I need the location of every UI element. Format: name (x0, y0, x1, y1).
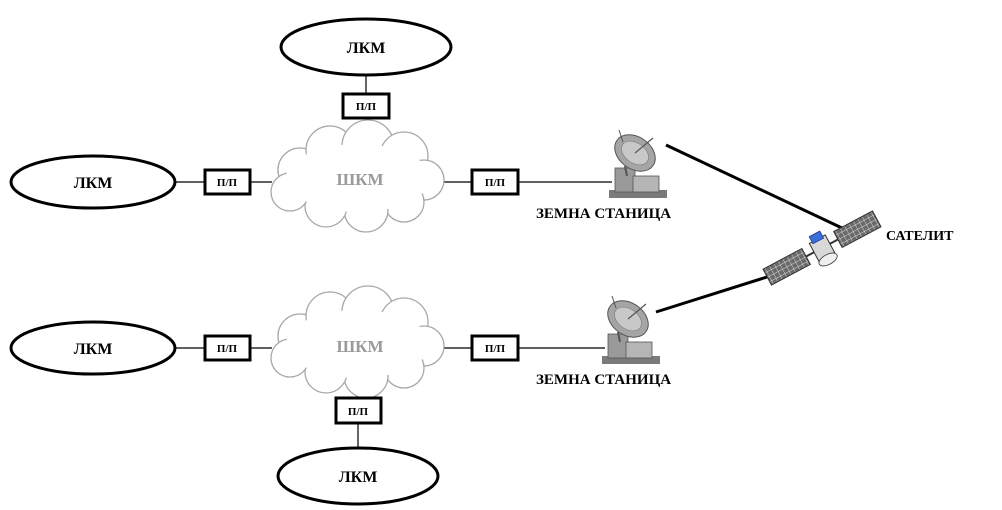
shkm-label: ШКМ (336, 337, 383, 356)
pp-label: П/П (217, 177, 238, 189)
lkm-node-top: ЛКМ (279, 17, 453, 77)
lkm-label: ЛКМ (74, 175, 113, 192)
pp-box-upper-left: П/П (203, 168, 252, 196)
shkm-label: ШКМ (336, 170, 383, 189)
pp-box-upper-top: П/П (341, 92, 391, 120)
dish-antenna-icon (609, 129, 667, 198)
lkm-label: ЛКМ (339, 469, 378, 486)
shkm-cloud-lower: ШКМ (270, 285, 445, 399)
satellite-label: САТЕЛИТ (886, 229, 954, 244)
pp-label: П/П (485, 177, 506, 189)
shkm-cloud-upper: ШКМ (270, 119, 445, 233)
pp-box-lower-bottom: П/П (334, 396, 383, 425)
lkm-label: ЛКМ (74, 341, 113, 358)
lkm-node-left-upper: ЛКМ (9, 154, 177, 210)
satellite-icon (762, 210, 882, 286)
pp-box-upper-right: П/П (470, 168, 520, 196)
lkm-node-left-lower: ЛКМ (9, 320, 177, 376)
pp-label: П/П (348, 406, 369, 418)
connection-lines (176, 75, 843, 448)
pp-label: П/П (217, 343, 238, 355)
pp-box-lower-right: П/П (470, 334, 520, 362)
dish-antenna-icon (602, 295, 660, 364)
pp-label: П/П (485, 343, 506, 355)
uplink-station-upper-satellite (665, 143, 843, 230)
station-label-lower: ЗЕМНА СТАНИЦА (536, 372, 671, 388)
lkm-node-bottom: ЛКМ (276, 446, 440, 506)
pp-label: П/П (356, 101, 377, 113)
pp-box-lower-left: П/П (203, 334, 252, 362)
station-label-upper: ЗЕМНА СТАНИЦА (536, 206, 671, 222)
lkm-label: ЛКМ (347, 40, 386, 57)
